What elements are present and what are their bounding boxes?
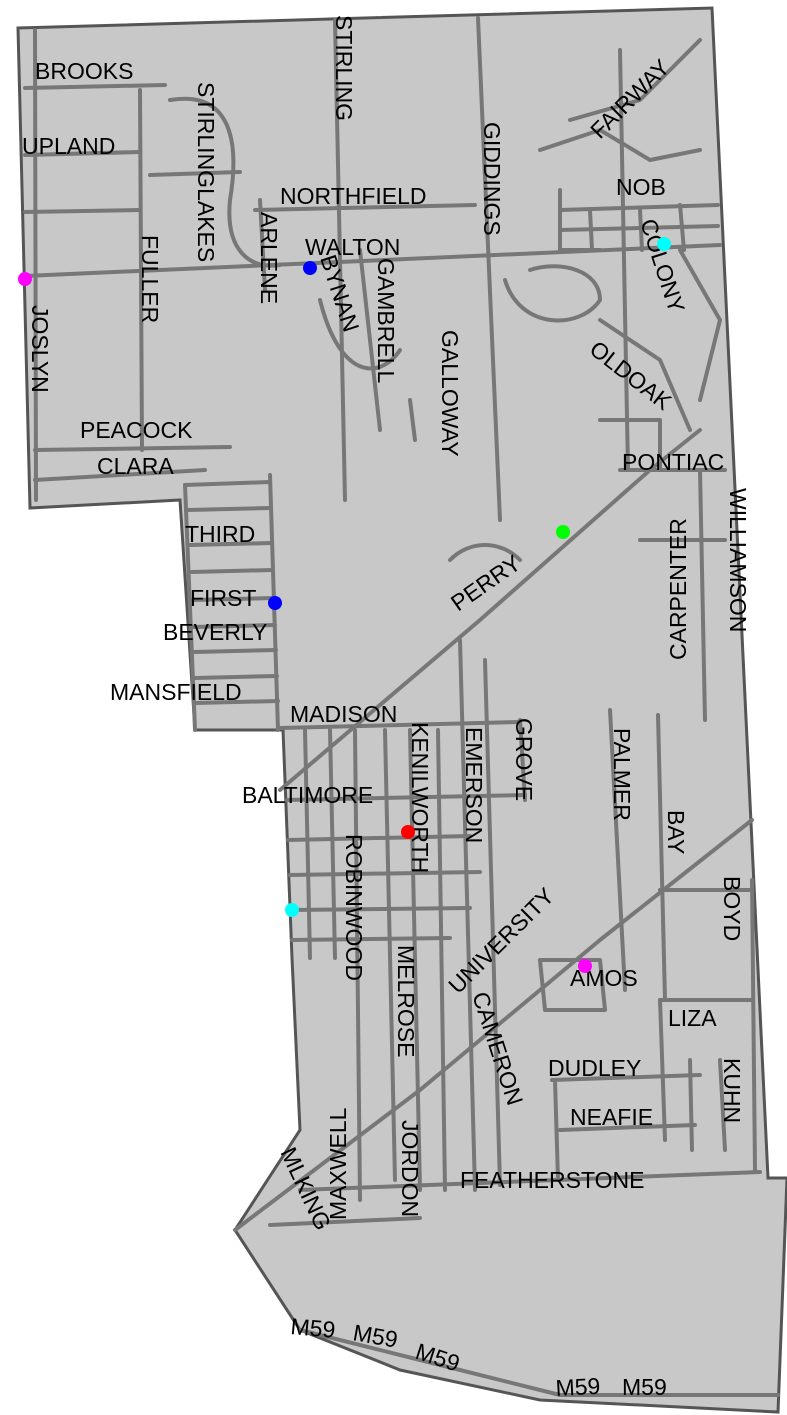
label-kenilworth: KENILWORTH bbox=[407, 722, 433, 873]
marker-colony[interactable] bbox=[657, 237, 671, 251]
label-m59-1: M59 bbox=[290, 1313, 337, 1343]
label-mansfield: MANSFIELD bbox=[110, 679, 242, 705]
label-palmer: PALMER bbox=[609, 728, 635, 821]
label-robinwood: ROBINWOOD bbox=[341, 834, 367, 981]
label-brooks: BROOKS bbox=[35, 58, 133, 84]
label-beverly: BEVERLY bbox=[163, 619, 267, 645]
area-boundary bbox=[16, 6, 787, 1414]
street-network bbox=[23, 16, 780, 1397]
label-neafie: NEAFIE bbox=[570, 1104, 653, 1130]
label-galloway: GALLOWAY bbox=[437, 330, 463, 457]
label-giddings: GIDDINGS bbox=[479, 122, 505, 236]
label-stirling: STIRLING bbox=[331, 15, 357, 121]
label-liza: LIZA bbox=[668, 1005, 717, 1031]
label-grove: GROVE bbox=[511, 718, 537, 801]
label-emerson: EMERSON bbox=[461, 727, 487, 843]
label-clara: CLARA bbox=[97, 453, 174, 479]
label-melrose: MELROSE bbox=[393, 945, 419, 1057]
label-baltimore: BALTIMORE bbox=[242, 782, 373, 808]
label-kuhn: KUHN bbox=[719, 1058, 745, 1123]
label-featherstone: FEATHERSTONE bbox=[460, 1167, 644, 1193]
label-gambrell: GAMBRELL bbox=[373, 258, 399, 383]
marker-perry[interactable] bbox=[556, 525, 570, 539]
label-peacock: PEACOCK bbox=[80, 417, 193, 443]
label-williamson: WILLIAMSON bbox=[725, 488, 751, 632]
label-carpenter: CARPENTER bbox=[665, 518, 691, 660]
label-northfield: NORTHFIELD bbox=[280, 183, 427, 209]
marker-joslyn-walton[interactable] bbox=[18, 272, 32, 286]
label-m59-5: M59 bbox=[622, 1374, 667, 1400]
marker-amos[interactable] bbox=[578, 959, 592, 973]
marker-kenilworth[interactable] bbox=[401, 825, 415, 839]
label-stirlinglakes: STIRLINGLAKES bbox=[193, 82, 219, 262]
label-pontiac: PONTIAC bbox=[622, 449, 724, 475]
label-maxwell: MAXWELL bbox=[325, 1107, 351, 1220]
label-walton: WALTON bbox=[305, 234, 400, 260]
label-fuller: FULLER bbox=[137, 235, 163, 323]
label-upland: UPLAND bbox=[22, 133, 115, 159]
label-arlene: ARLENE bbox=[256, 212, 282, 304]
label-jordon: JORDON bbox=[397, 1120, 423, 1217]
label-joslyn: JOSLYN bbox=[27, 305, 53, 393]
label-madison: MADISON bbox=[290, 701, 397, 727]
label-nob: NOB bbox=[616, 174, 666, 200]
marker-robinwood-west[interactable] bbox=[285, 903, 299, 917]
label-boyd: BOYD bbox=[719, 876, 745, 941]
label-third: THIRD bbox=[185, 521, 255, 547]
label-dudley: DUDLEY bbox=[548, 1055, 641, 1081]
label-bay: BAY bbox=[663, 810, 689, 854]
label-first: FIRST bbox=[190, 585, 256, 611]
marker-walton-bynan[interactable] bbox=[303, 261, 317, 275]
markers[interactable] bbox=[18, 237, 671, 973]
marker-first[interactable] bbox=[268, 596, 282, 610]
label-m59-4: M59 bbox=[555, 1373, 601, 1401]
